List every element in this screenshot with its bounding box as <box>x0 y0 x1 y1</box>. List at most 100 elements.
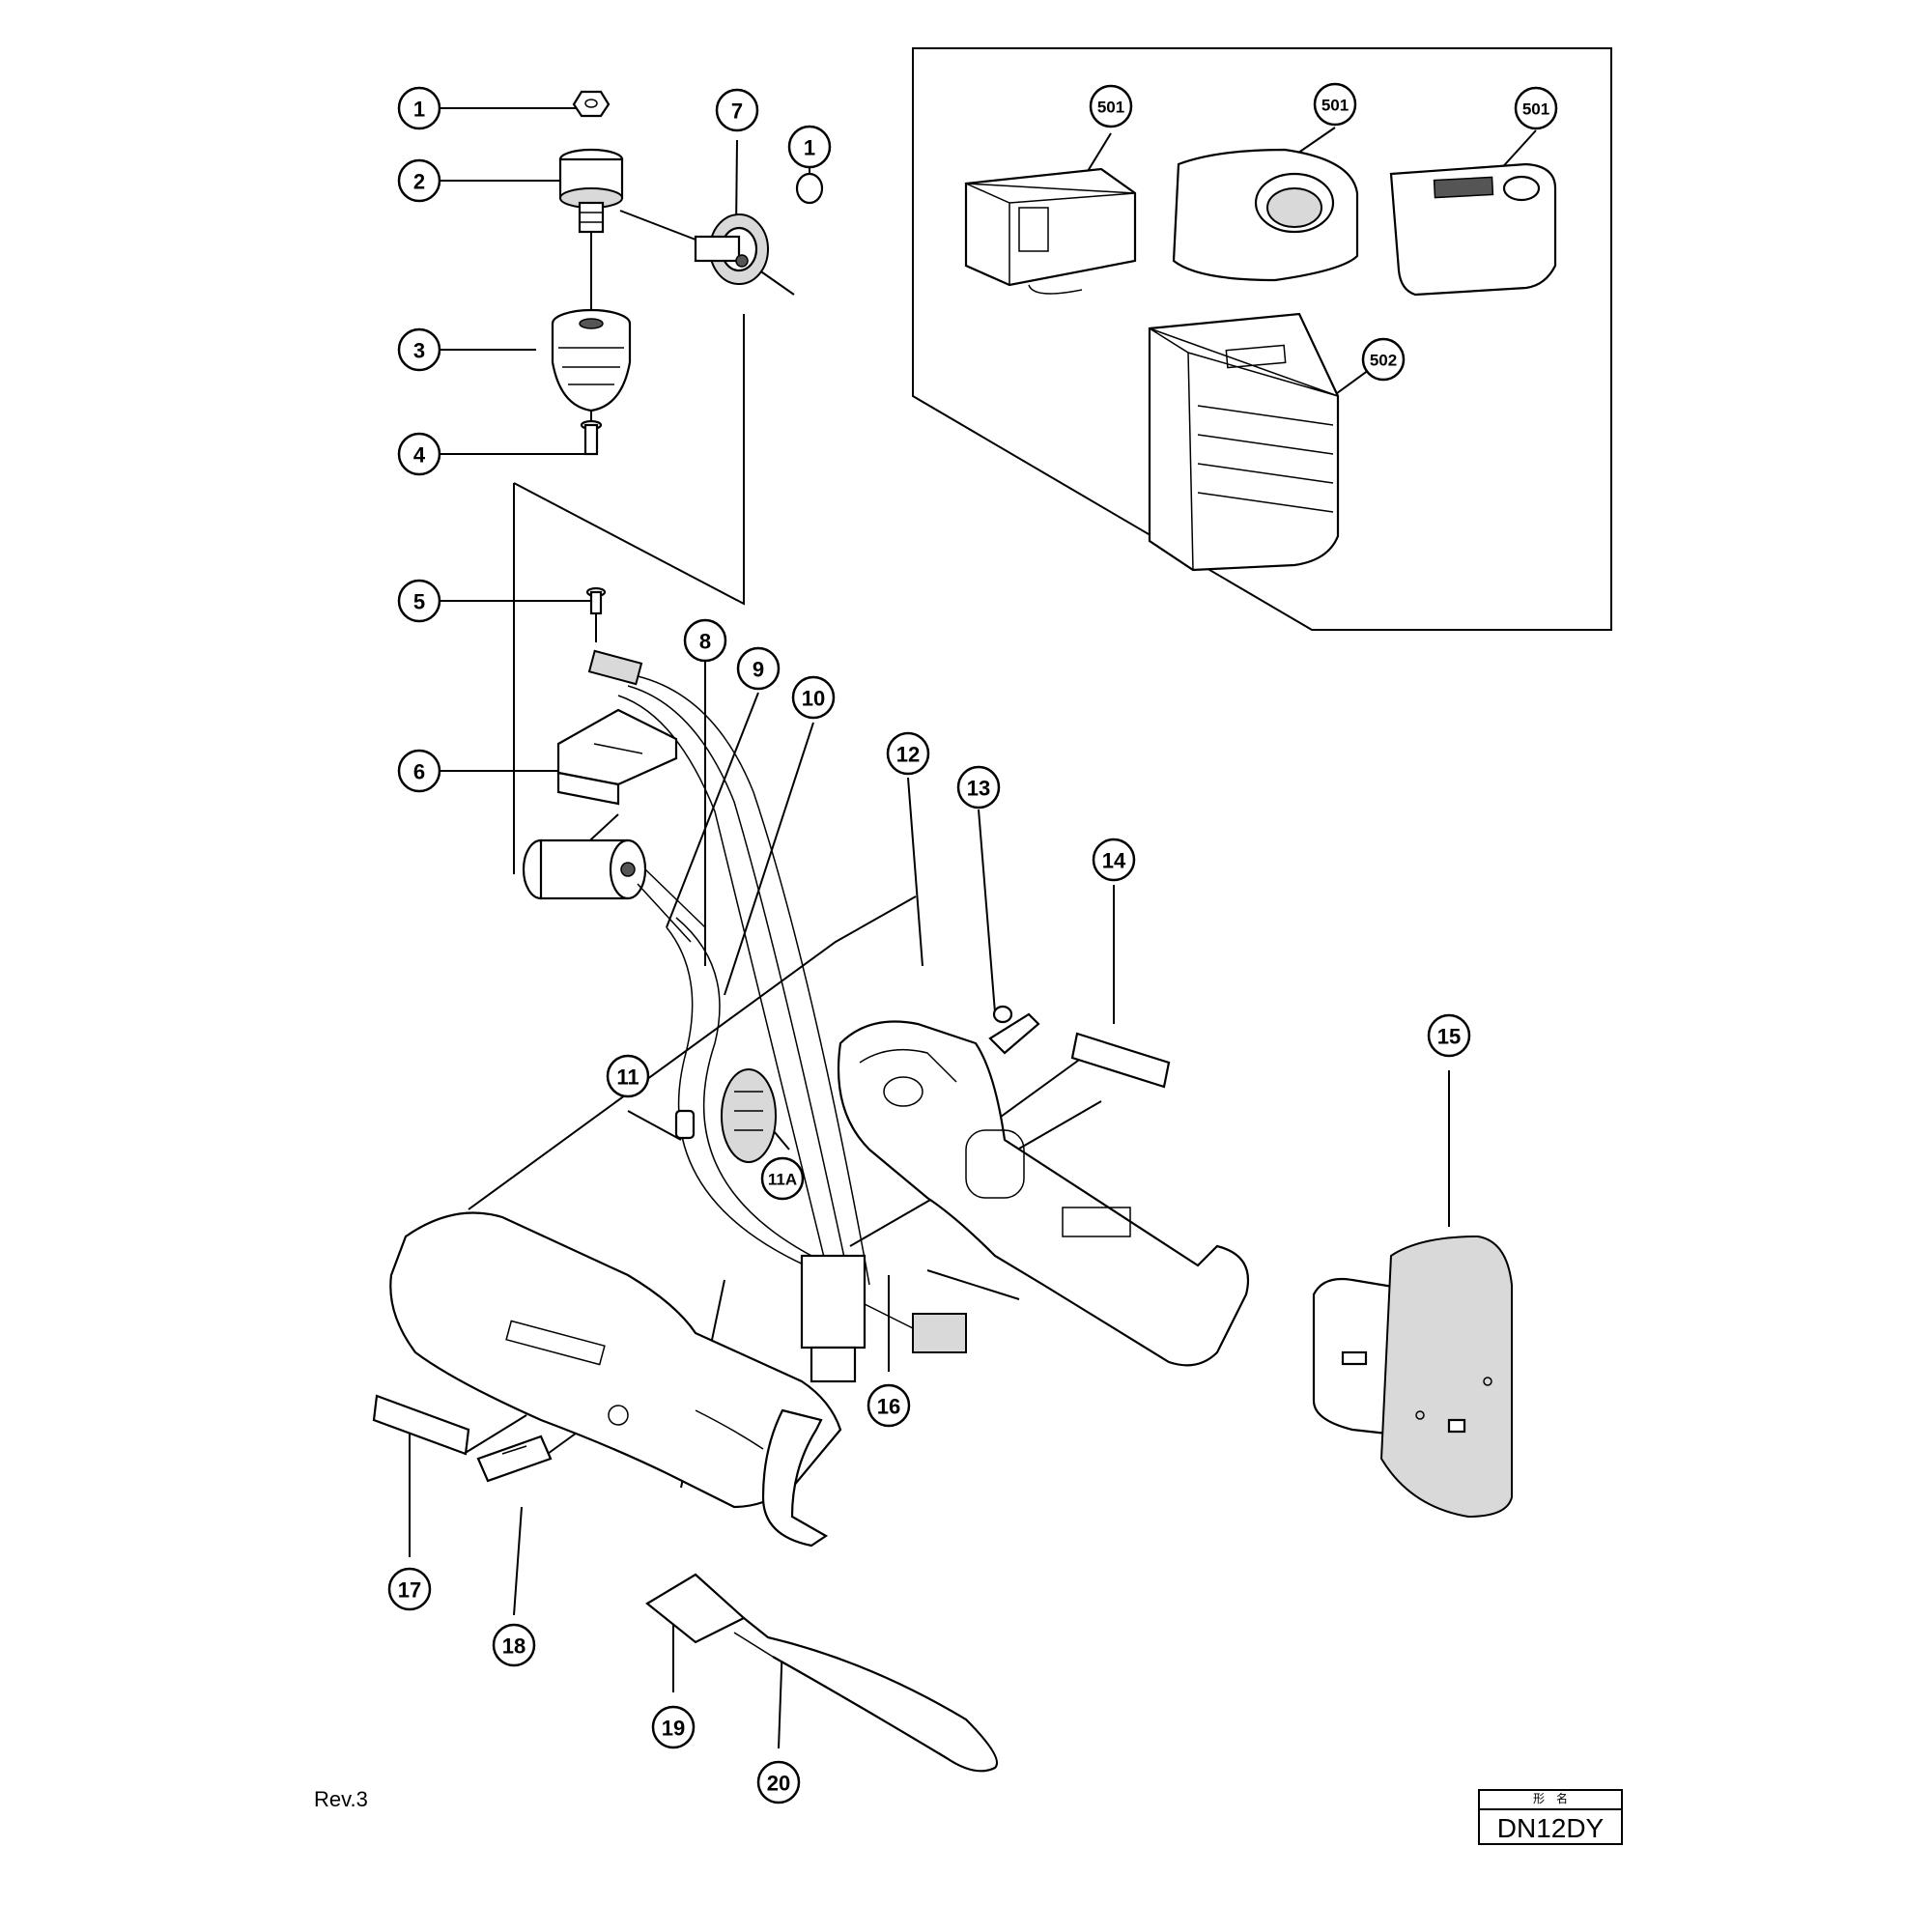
callout-label: 501 <box>1321 97 1349 115</box>
callout-label: 19 <box>662 1717 685 1741</box>
callout-4: 4 <box>397 432 441 476</box>
callout-circle <box>1092 838 1136 882</box>
callout-20: 20 <box>756 1760 801 1804</box>
charger-c-part <box>1389 162 1557 297</box>
callout-circle <box>387 1567 432 1611</box>
housing-left-part <box>389 1211 842 1548</box>
callout-14: 14 <box>1092 838 1136 882</box>
spindle-part <box>558 148 624 234</box>
wire-harness-part <box>587 649 870 1286</box>
model-box: 形 名 DN12DY <box>1478 1789 1623 1845</box>
callout-circle <box>397 749 441 793</box>
callout-label: 20 <box>767 1772 790 1796</box>
callout-label: 9 <box>753 658 764 682</box>
charger-b-part <box>1172 148 1359 282</box>
callout-13: 13 <box>956 765 1001 810</box>
callout-circle <box>683 618 727 663</box>
callout-19: 19 <box>651 1705 696 1749</box>
accessories-frame <box>912 47 1612 631</box>
callout-label: 17 <box>398 1578 421 1603</box>
callout-circle <box>787 125 832 169</box>
callout-circle <box>1427 1013 1471 1058</box>
callout-circle <box>397 579 441 623</box>
revision-label: Rev.3 <box>314 1787 368 1811</box>
callout-circle <box>956 765 1001 810</box>
charger-a-part <box>964 167 1137 295</box>
callout-2: 2 <box>397 158 441 203</box>
callout-circle <box>1361 337 1406 382</box>
callout-label: 16 <box>877 1395 900 1419</box>
callout-label: 15 <box>1437 1025 1461 1049</box>
callout-circle <box>715 88 759 132</box>
callout-label: 1 <box>413 98 425 122</box>
label-part <box>1070 1032 1171 1089</box>
callout-501: 501 <box>1089 84 1133 128</box>
label-left-part <box>372 1394 470 1456</box>
callout-11: 11 <box>606 1054 650 1098</box>
nut-part <box>572 90 824 205</box>
callout-label: 13 <box>967 777 990 801</box>
callout-circle <box>1514 86 1558 130</box>
screw-part <box>580 419 603 456</box>
callout-15: 15 <box>1427 1013 1471 1058</box>
callout-label: 4 <box>413 443 426 468</box>
housing-right-part <box>837 1020 1250 1367</box>
callout-circle <box>651 1705 696 1749</box>
callout-circle <box>756 1760 801 1804</box>
grip-cover-part <box>476 1435 553 1483</box>
callout-501: 501 <box>1313 82 1357 127</box>
callout-label: 3 <box>413 339 425 363</box>
callout-9: 9 <box>736 646 781 691</box>
terminal-part <box>674 1068 777 1163</box>
callout-501: 501 <box>1514 86 1558 130</box>
callout-circle <box>492 1623 536 1667</box>
callout-circle <box>397 327 441 372</box>
callout-label: 11A <box>768 1171 797 1189</box>
model-name: DN12DY <box>1496 1813 1605 1843</box>
callout-502: 502 <box>1361 337 1406 382</box>
gear-part <box>694 213 769 285</box>
callout-circle <box>760 1156 805 1201</box>
switch-part <box>800 1254 967 1383</box>
model-header: 形 名 <box>1480 1791 1621 1810</box>
callout-label: 2 <box>413 170 425 194</box>
battery-part <box>1312 1235 1513 1519</box>
callout-label: 11 <box>616 1065 639 1090</box>
callout-7: 7 <box>715 88 759 132</box>
callout-label: 7 <box>731 99 743 124</box>
callout-circle <box>1089 84 1133 128</box>
callout-circle <box>1313 82 1357 127</box>
callout-label: 8 <box>699 630 711 654</box>
callout-6: 6 <box>397 749 441 793</box>
callout-label: 12 <box>896 743 920 767</box>
callout-label: 1 <box>804 136 815 160</box>
callout-label: 10 <box>802 687 825 711</box>
callout-1: 1 <box>787 125 832 169</box>
callout-circle <box>791 675 836 720</box>
callout-5: 5 <box>397 579 441 623</box>
callout-label: 18 <box>502 1634 526 1659</box>
callout-circle <box>397 86 441 130</box>
callout-17: 17 <box>387 1567 432 1611</box>
callout-1: 1 <box>397 86 441 130</box>
callout-circle <box>886 731 930 776</box>
callout-11A: 11A <box>760 1156 805 1201</box>
callout-circle <box>736 646 781 691</box>
callout-8: 8 <box>683 618 727 663</box>
callout-10: 10 <box>791 675 836 720</box>
callout-label: 502 <box>1370 352 1397 370</box>
callout-label: 501 <box>1097 99 1124 117</box>
callout-16: 16 <box>867 1383 911 1428</box>
callout-3: 3 <box>397 327 441 372</box>
screw-small-part <box>585 586 607 615</box>
chuck-part <box>551 308 632 412</box>
callout-label: 501 <box>1522 100 1549 119</box>
callout-circle <box>867 1383 911 1428</box>
callout-label: 6 <box>413 760 425 784</box>
callout-12: 12 <box>886 731 930 776</box>
callout-label: 14 <box>1102 849 1126 873</box>
motor-part <box>522 838 706 943</box>
callout-label: 5 <box>413 590 425 614</box>
